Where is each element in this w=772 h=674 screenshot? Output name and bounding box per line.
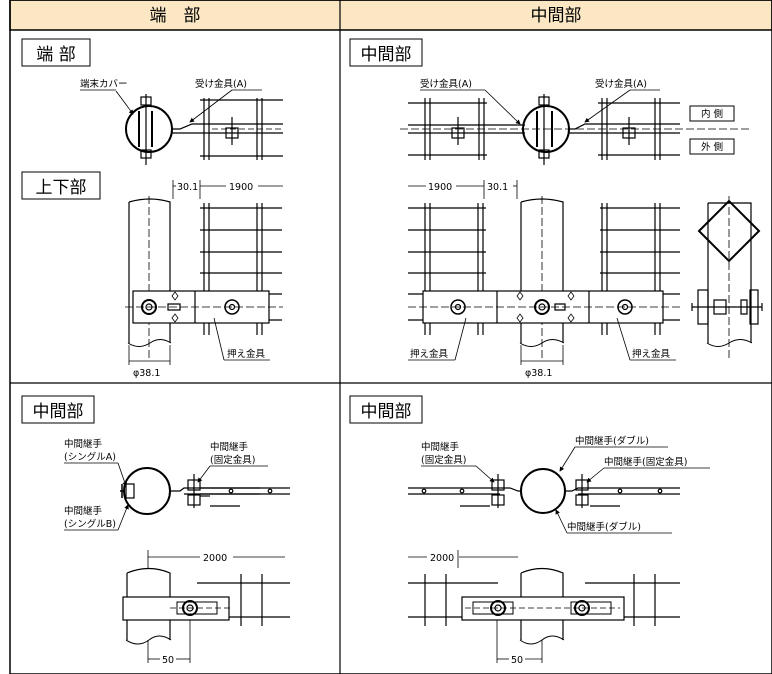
panel-title: 中間部 — [33, 402, 84, 422]
label-joint-fixed-1: 中間継手 — [421, 441, 460, 453]
label-receiver-left: 受け金具(A) — [420, 78, 472, 90]
side-inner: 内 側 — [701, 108, 723, 120]
side-inner-box — [689, 105, 735, 122]
header-right: 中間部 — [531, 6, 582, 26]
dim-pipe: φ38.1 — [525, 368, 552, 379]
label-joint-single-a-2: (シングルA) — [64, 451, 116, 463]
label-joint-double-bottom: 中間継手(ダブル) — [567, 521, 641, 533]
panel-title: 中間部 — [361, 45, 412, 65]
label-press-left: 押え金具 — [410, 348, 449, 360]
dim-offset: 50 — [511, 655, 523, 666]
dim-span: 1900 — [428, 182, 452, 193]
label-press-right: 押え金具 — [632, 348, 671, 360]
title-box — [349, 395, 423, 424]
label-receiver: 受け金具(A) — [195, 78, 247, 90]
side-outer: 外 側 — [701, 141, 723, 153]
dim-span: 2000 — [430, 553, 454, 564]
panel-title: 端 部 — [36, 45, 75, 65]
title-box-2 — [21, 171, 101, 200]
dim-pipe: φ38.1 — [133, 368, 160, 379]
dim-gap: 30.1 — [177, 182, 198, 193]
dim-gap: 30.1 — [487, 182, 508, 193]
side-view — [691, 196, 763, 360]
label-joint-double-top: 中間継手(ダブル) — [575, 435, 649, 447]
panel-bottom-right: 中間部 中間継手 (固定金具) 中間継手(ダブル) 中 — [349, 395, 710, 666]
label-joint-fixed-2: (固定金具) — [421, 454, 466, 466]
panel-title: 中間部 — [361, 402, 412, 422]
label-joint-single-b-1: 中間継手 — [64, 505, 103, 517]
end-elevation-view — [125, 196, 283, 358]
dim-span: 2000 — [203, 553, 227, 564]
title-box — [21, 395, 95, 424]
panel-bottom-left: 中間部 中間継手 (シングルA) 中間継手 (固定金具) 中間継手 (シングルB… — [21, 395, 290, 666]
end-plan-view — [125, 94, 283, 165]
double-joint-plan-view — [408, 468, 680, 514]
label-joint-single-a-1: 中間継手 — [64, 438, 103, 450]
label-joint-fixed-right: 中間継手(固定金具) — [604, 456, 687, 468]
label-joint-fixed-1: 中間継手 — [210, 441, 249, 453]
joint-plan-view — [120, 467, 290, 515]
title-box — [349, 38, 423, 67]
joint-elevation-view — [122, 567, 290, 645]
double-joint-elevation-view — [408, 567, 680, 645]
label-press: 押え金具 — [227, 348, 266, 360]
panel-title-2: 上下部 — [36, 178, 87, 198]
middle-elevation-view — [408, 196, 680, 358]
dim-offset: 50 — [162, 655, 174, 666]
table-frame — [9, 0, 772, 674]
dim-span: 1900 — [229, 182, 253, 193]
side-outer-box — [689, 138, 735, 155]
title-box — [21, 38, 91, 67]
panel-top-right: 中間部 — [349, 38, 763, 379]
header-left: 端 部 — [150, 6, 201, 26]
label-joint-fixed-2: (固定金具) — [210, 454, 255, 466]
label-end-cover: 端末カバー — [80, 78, 128, 90]
panel-top-left: 端 部 端末カバー 受け金具(A) 上下部 — [21, 38, 283, 379]
label-joint-single-b-2: (シングルB) — [64, 518, 116, 530]
label-receiver-right: 受け金具(A) — [595, 78, 647, 90]
header-row — [9, 0, 772, 31]
